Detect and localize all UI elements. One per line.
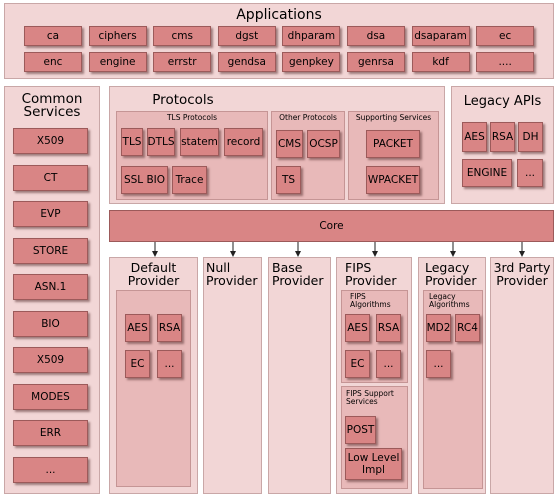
base-provider-title-line2: Provider [272,273,324,288]
cs-x509: X509 [13,128,88,154]
cs-more: ... [13,456,88,483]
common-services-title-line1: Common [21,91,83,107]
other-protocols-title: Other Protocols [279,113,337,122]
app-kdf: kdf [411,52,470,72]
fips-provider-title-line2: Provider [345,273,397,288]
app-dgst: dgst [217,26,276,46]
ocsp-box: OCSP [307,130,340,158]
app-engine: engine [88,52,147,72]
protocols-title: Protocols [152,92,214,108]
fips-low-level-line2: Impl [362,464,385,476]
packet-box: PACKET [366,130,420,158]
fips-post-box: POST [345,416,376,444]
third-party-provider-title-line1: 3rd Party [493,260,551,275]
default-ec-box: EC [125,350,150,378]
null-provider-title-line2: Provider [206,273,258,288]
app-ca: ca [24,26,82,46]
legacy-dh-box: DH [518,122,543,152]
cs-asn1: ASN.1 [13,274,88,301]
applications-title: Applications [236,7,322,23]
app-gendsa: gendsa [217,52,276,72]
cs-bio: BIO [13,310,88,337]
app-genrsa: genrsa [346,52,405,72]
legacy-alg-more-box: ... [426,350,451,378]
app-enc: enc [24,52,82,72]
legacy-more-box: ... [517,159,543,187]
third-party-provider-title-line2: Provider [496,273,548,288]
default-aes-box: AES [125,314,150,342]
null-provider-panel [203,257,262,494]
dtls-box: DTLS [147,128,175,156]
cs-store: STORE [13,237,88,264]
legacy-engine-box: ENGINE [462,159,512,187]
app-errstr: errstr [153,52,212,72]
legacy-apis-title: Legacy APIs [463,94,542,109]
legacy-md2-box: MD2 [426,314,451,342]
statem-box: statem [180,128,219,156]
tls-protocols-title: TLS Protocols [166,113,218,122]
app-cms: cms [153,26,212,46]
app-dsa: dsa [346,26,405,46]
wpacket-box: WPACKET [366,166,420,194]
fips-support-title-line2: Services [346,397,378,406]
cs-err: ERR [13,420,88,447]
app-ciphers: ciphers [88,26,147,46]
supporting-services-title: Supporting Services [355,113,432,122]
fips-provider-title-line1: FIPS [345,260,372,275]
legacy-algorithms-title-line1: Legacy [429,292,456,301]
default-rsa-box: RSA [157,314,182,342]
fips-rsa-box: RSA [376,314,401,342]
tls-box: TLS [121,128,143,156]
ssl-bio-box: SSL BIO [121,166,168,194]
fips-support-title-line1: FIPS Support [346,389,394,398]
cs-modes: MODES [13,383,88,410]
third-party-provider-panel [490,257,554,494]
default-provider-title-line2: Provider [127,273,180,288]
core-bar: Core [109,210,554,242]
fips-more-box: ... [376,350,401,378]
record-box: record [224,128,263,156]
ts-box: TS [276,166,301,194]
cs-ct: CT [13,164,88,191]
base-provider-panel [268,257,331,494]
fips-aes-box: AES [345,314,370,342]
fips-algorithms-title-line2: Algorithms [350,300,391,309]
cms-box: CMS [276,130,303,158]
legacy-rc4-box: RC4 [455,314,480,342]
app-genpkey: genpkey [282,52,341,72]
app-dhparam: dhparam [282,26,341,46]
trace-box: Trace [172,166,207,194]
app-dsaparam: dsaparam [411,26,470,46]
fips-ec-box: EC [345,350,370,378]
legacy-provider-title-line1: Legacy [425,260,470,275]
null-provider-title-line1: Null [206,260,231,275]
fips-low-level-line1: Low Level [347,452,400,464]
common-services-list: X509 CT EVP STORE ASN.1 BIO X509 MODES E… [13,128,88,483]
cs-x509-2: X509 [13,347,88,374]
common-services-title-line2: Services [23,104,81,120]
default-more-box: ... [157,350,182,378]
fips-algorithms-title-line1: FIPS [350,292,366,301]
base-provider-title-line1: Base [272,260,303,275]
fips-low-level-box: Low Level Impl [345,448,402,480]
cs-evp: EVP [13,201,88,228]
app-ec: ec [476,26,535,46]
app-more: .... [476,52,535,72]
legacy-provider-title-line2: Provider [425,273,477,288]
legacy-aes-box: AES [462,122,487,152]
legacy-algorithms-title-line2: Algorithms [429,300,470,309]
applications-grid: ca ciphers cms dgst dhparam dsa dsaparam… [24,26,535,74]
default-provider-title-line1: Default [130,260,177,275]
legacy-rsa-box: RSA [490,122,515,152]
